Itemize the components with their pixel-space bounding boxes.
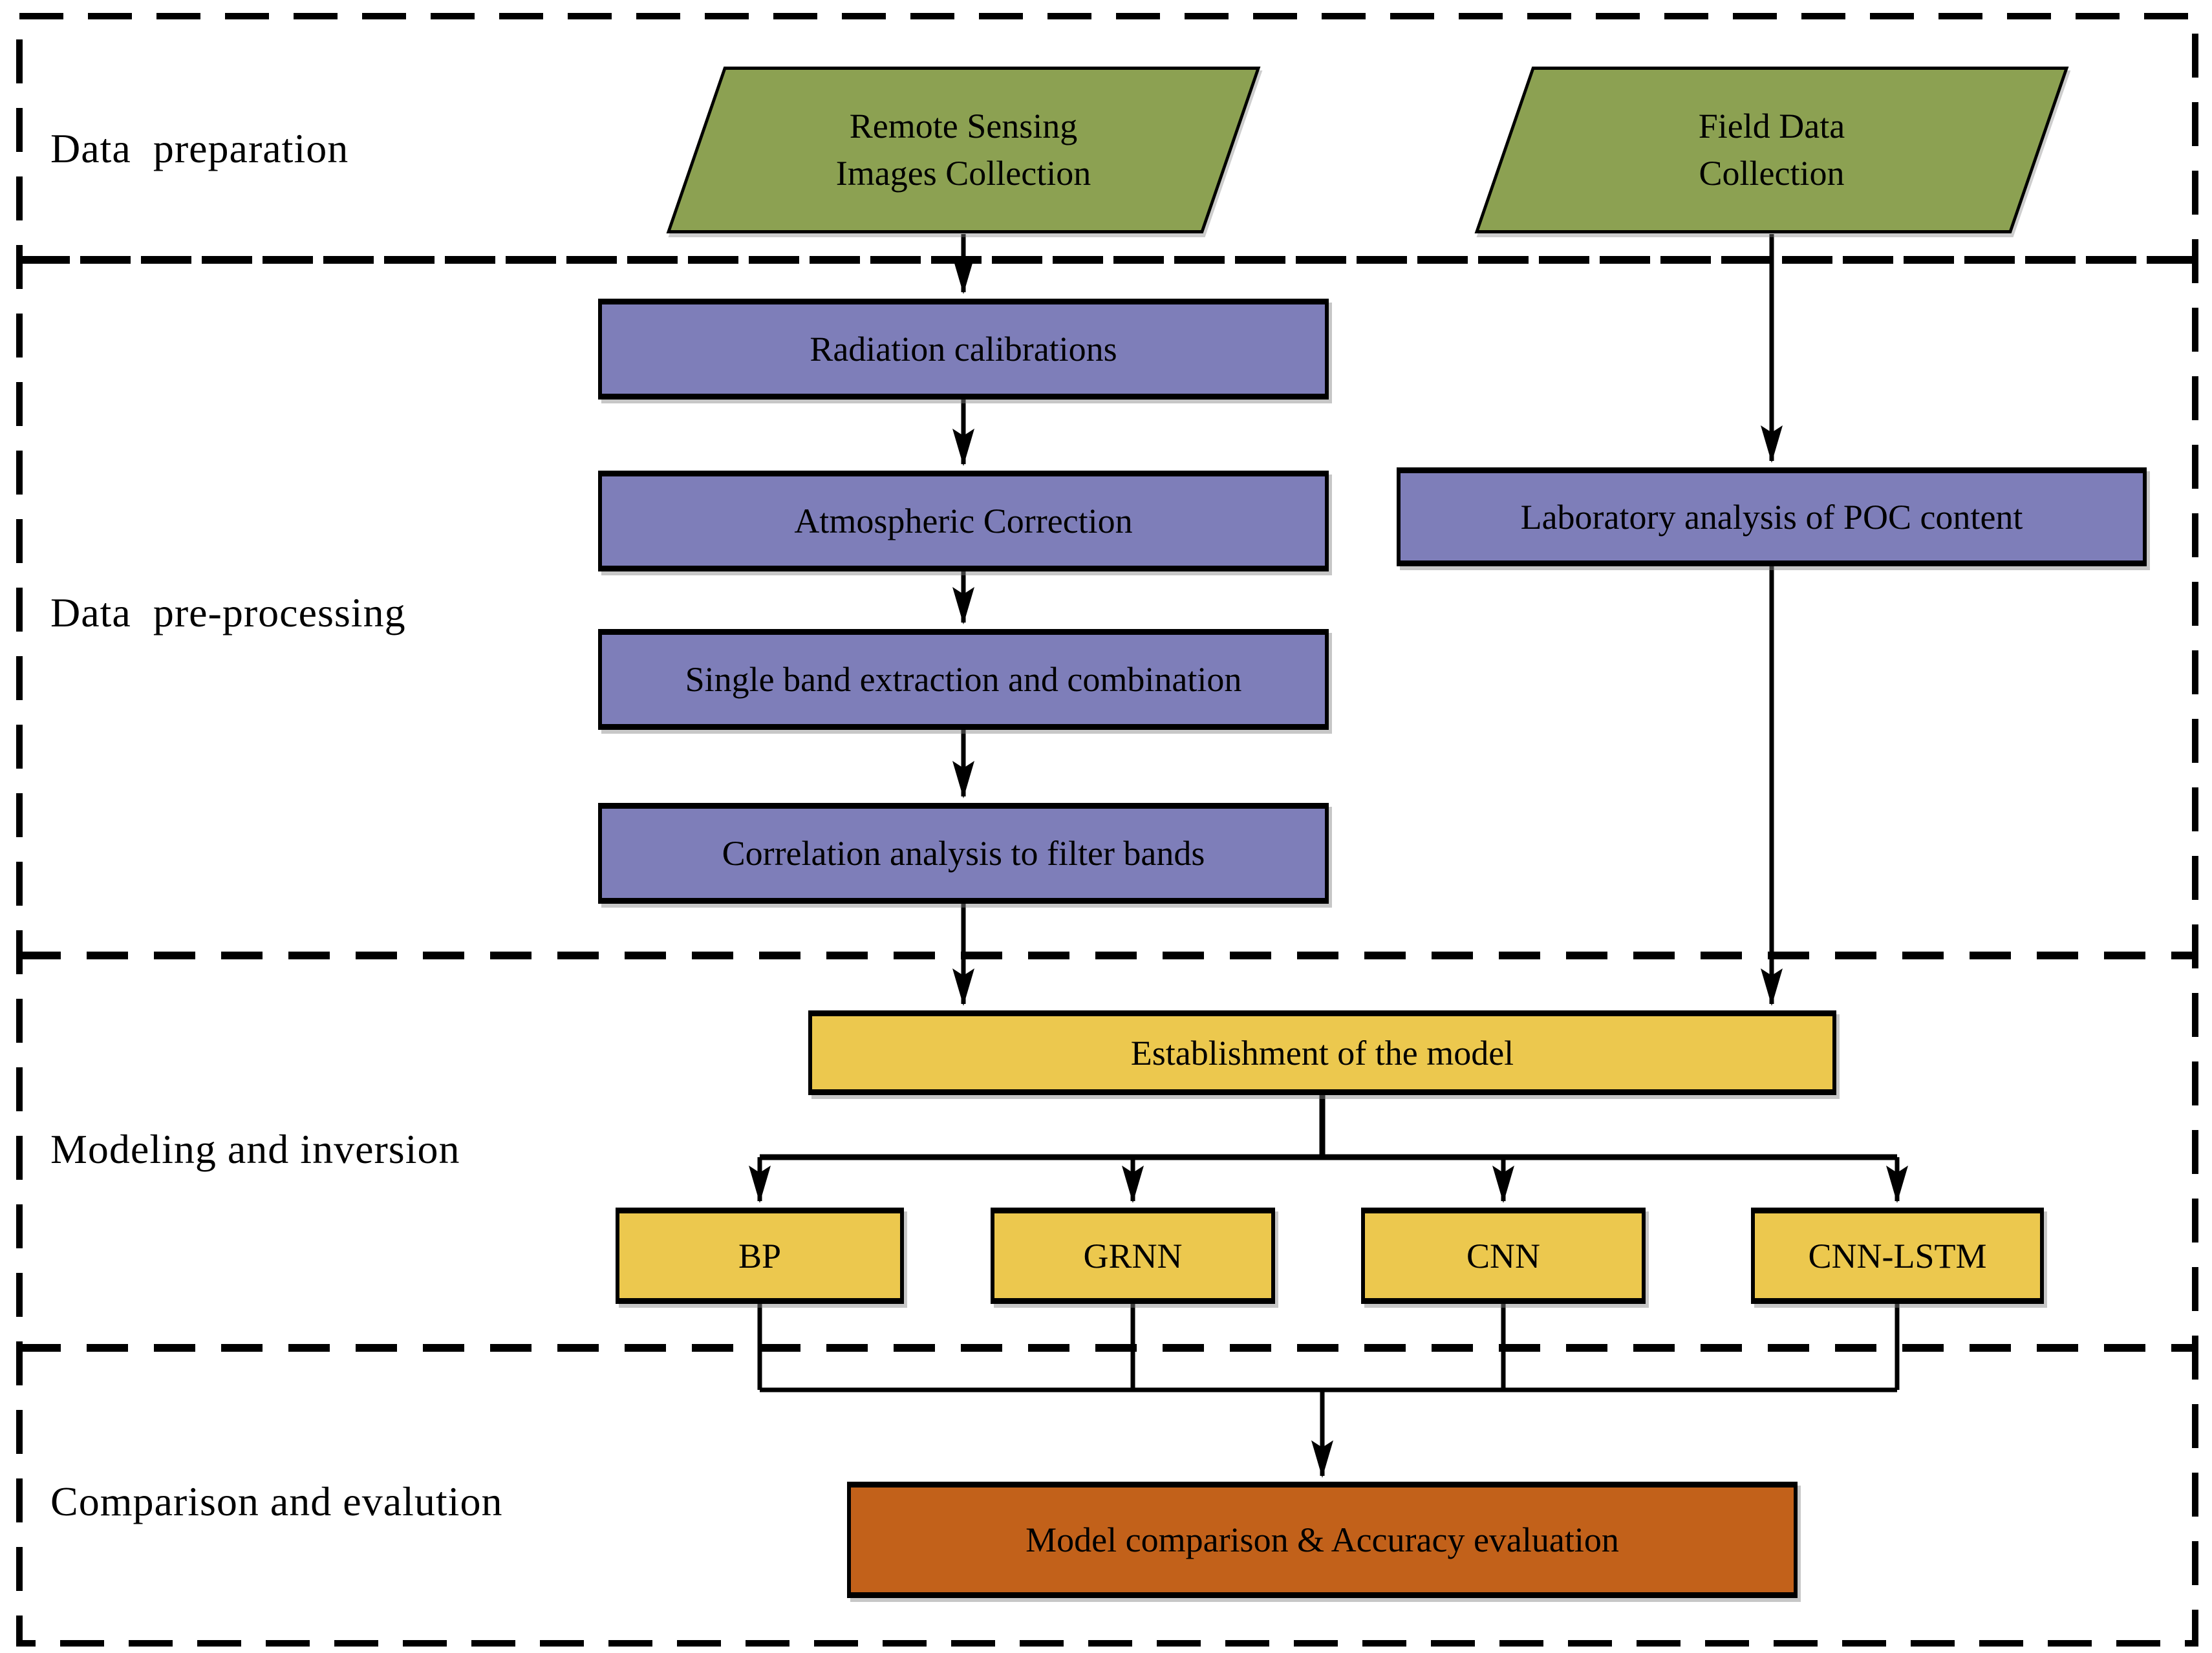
node-establishment-of-model: Establishment of the model [808,1010,1836,1095]
node-model-comparison-accuracy-evaluation: Model comparison & Accuracy evaluation [847,1482,1798,1598]
node-label: CNN-LSTM [1808,1236,1987,1275]
node-grnn: GRNN [991,1208,1275,1304]
node-label: Establishment of the model [1130,1033,1514,1072]
node-label: Radiation calibrations [810,330,1117,368]
outer-dashed-border [16,13,2198,1647]
node-label: CNN [1466,1236,1540,1275]
section-label-modeling-inversion: Modeling and inversion [50,1126,460,1172]
node-remote-sensing-images-collection: Remote Sensing Images Collection [666,67,1261,233]
node-cnn-lstm: CNN-LSTM [1751,1208,2044,1304]
section-label-data-preparation: Data preparation [50,125,349,171]
node-label: Remote Sensing Images Collection [835,107,1091,193]
node-label: BP [738,1236,782,1275]
node-label: GRNN [1083,1236,1183,1275]
node-correlation-analysis: Correlation analysis to filter bands [598,803,1329,904]
section-label-data-preprocessing: Data pre-processing [50,590,406,635]
node-single-band-extraction: Single band extraction and combination [598,629,1329,730]
node-label: Atmospheric Correction [794,502,1133,540]
node-label: Model comparison & Accuracy evaluation [1025,1520,1619,1559]
node-label: Correlation analysis to filter bands [722,834,1205,873]
node-laboratory-analysis-poc: Laboratory analysis of POC content [1397,467,2147,566]
node-label: Field Data Collection [1698,107,1845,193]
node-label: Single band extraction and combination [685,660,1242,699]
node-cnn: CNN [1361,1208,1646,1304]
node-radiation-calibrations: Radiation calibrations [598,299,1329,400]
node-bp: BP [616,1208,904,1304]
section-label-comparison-evaluation: Comparison and evalution [50,1478,503,1524]
node-label: Laboratory analysis of POC content [1520,497,2023,537]
node-field-data-collection: Field Data Collection [1474,67,2069,233]
node-atmospheric-correction: Atmospheric Correction [598,471,1329,571]
